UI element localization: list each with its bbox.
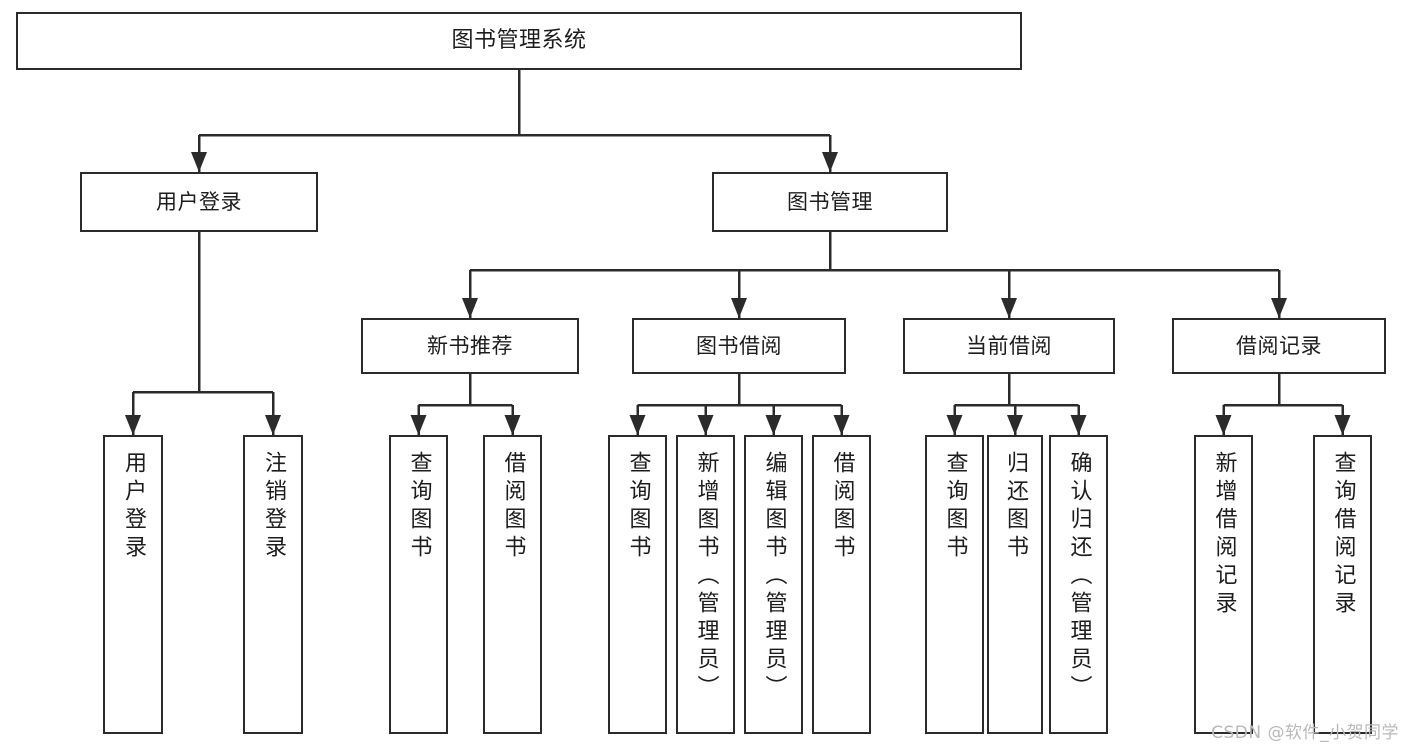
node-label: 当前借阅 xyxy=(966,333,1052,358)
arrow-head xyxy=(765,415,782,435)
arrow-head xyxy=(504,415,521,435)
node-current[interactable]: 当前借阅 xyxy=(903,318,1115,374)
node-leaf-confirm-return[interactable]: 确认归还（管理员） xyxy=(1049,435,1108,734)
node-leaf-user-login[interactable]: 用户登录 xyxy=(103,435,163,734)
node-leaf-query-book-2[interactable]: 查询图书 xyxy=(608,435,667,734)
node-label: 查询图书 xyxy=(406,451,432,563)
node-label: 图书管理 xyxy=(787,189,873,214)
node-leaf-edit-book[interactable]: 编辑图书（管理员） xyxy=(744,435,803,734)
node-label: 用户登录 xyxy=(156,189,242,214)
arrow-head xyxy=(1001,298,1017,318)
node-leaf-borrow-book-2[interactable]: 借阅图书 xyxy=(812,435,871,734)
node-records[interactable]: 借阅记录 xyxy=(1172,318,1386,374)
node-newbooks[interactable]: 新书推荐 xyxy=(361,318,579,374)
node-label: 注销登录 xyxy=(261,451,286,563)
arrow-head xyxy=(822,152,838,172)
node-label: 查询借阅记录 xyxy=(1330,451,1356,619)
node-label: 借阅记录 xyxy=(1236,333,1322,358)
node-leaf-add-record[interactable]: 新增借阅记录 xyxy=(1194,435,1253,734)
node-root[interactable]: 图书管理系统 xyxy=(16,12,1022,70)
node-label: 新书推荐 xyxy=(427,333,513,358)
node-label: 新增借阅记录 xyxy=(1211,451,1237,619)
node-label: 用户登录 xyxy=(121,451,146,563)
arrow-head xyxy=(191,152,207,172)
node-label: 查询图书 xyxy=(625,451,651,563)
node-label: 新增图书（管理员） xyxy=(693,451,719,703)
arrow-head xyxy=(629,415,646,435)
arrow-head xyxy=(410,415,427,435)
arrow-head xyxy=(946,415,963,435)
node-label: 图书借阅 xyxy=(696,333,782,358)
node-leaf-user-logout[interactable]: 注销登录 xyxy=(243,435,303,734)
node-label: 确认归还（管理员） xyxy=(1066,451,1092,703)
node-label: 编辑图书（管理员） xyxy=(761,451,787,703)
node-bookmgmt[interactable]: 图书管理 xyxy=(712,172,948,232)
node-label: 查询图书 xyxy=(942,451,968,563)
arrow-head xyxy=(697,415,714,435)
node-borrow[interactable]: 图书借阅 xyxy=(632,318,846,374)
node-leaf-return-book[interactable]: 归还图书 xyxy=(987,435,1043,734)
arrow-head xyxy=(125,415,141,435)
arrow-head xyxy=(1070,415,1087,435)
arrow-head xyxy=(1007,415,1023,435)
arrow-head xyxy=(1334,415,1351,435)
node-leaf-query-record[interactable]: 查询借阅记录 xyxy=(1313,435,1372,734)
arrow-head xyxy=(731,298,747,318)
arrow-head xyxy=(833,415,850,435)
arrow-head xyxy=(1215,415,1232,435)
arrow-head xyxy=(462,298,478,318)
node-leaf-query-book-1[interactable]: 查询图书 xyxy=(389,435,448,734)
arrow-head xyxy=(265,415,281,435)
node-label: 借阅图书 xyxy=(500,451,526,563)
node-label: 图书管理系统 xyxy=(451,28,587,54)
node-leaf-borrow-book-1[interactable]: 借阅图书 xyxy=(483,435,542,734)
arrow-head xyxy=(1271,298,1287,318)
node-label: 借阅图书 xyxy=(829,451,855,563)
node-label: 归还图书 xyxy=(1003,451,1028,563)
node-login[interactable]: 用户登录 xyxy=(80,172,318,232)
watermark: CSDN @软件_小贺同学 xyxy=(1211,723,1399,743)
node-leaf-add-book[interactable]: 新增图书（管理员） xyxy=(676,435,735,734)
node-leaf-query-book-3[interactable]: 查询图书 xyxy=(925,435,984,734)
